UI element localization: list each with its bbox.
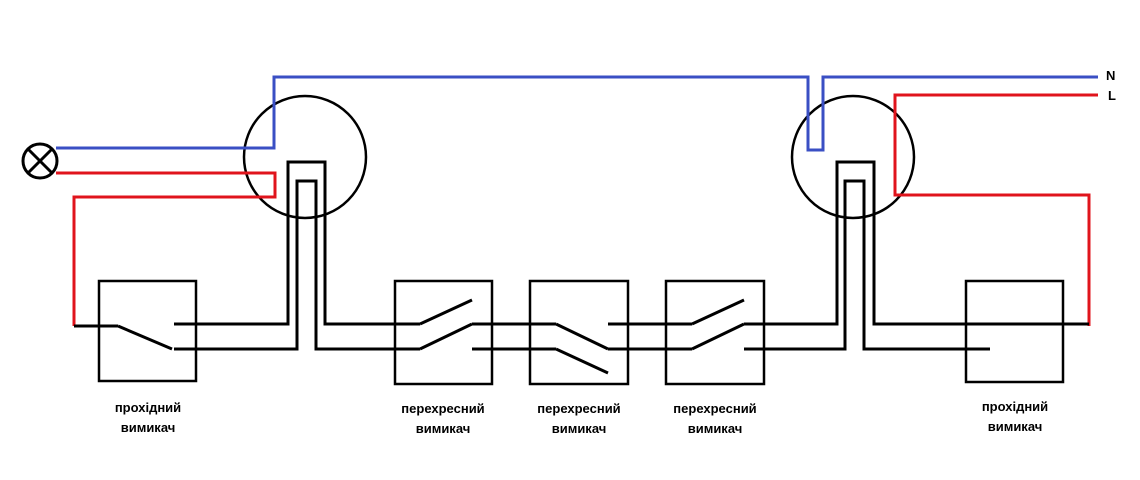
- junction-box-right: [790, 94, 916, 220]
- cross-switch-1: [393, 279, 494, 386]
- switch-label-3-line2: вимикач: [552, 421, 607, 436]
- junction-box-left: [242, 94, 368, 220]
- passthrough-switch-right: [964, 279, 1089, 384]
- switch-label-4-line1: перехресний: [673, 401, 756, 416]
- line-wire-supply-to-switch: [893, 93, 1098, 326]
- switch-label-3-line1: перехресний: [537, 401, 620, 416]
- traveler-wire-right-upper: [744, 160, 995, 326]
- switch-label-2-line2: вимикач: [416, 421, 471, 436]
- traveler-wire-left-lower: [174, 179, 420, 351]
- traveler-wire-right-lower: [744, 179, 990, 351]
- switch-label-4-line2: вимикач: [688, 421, 743, 436]
- line-wire-lamp-to-switch: [56, 171, 277, 326]
- lamp-icon: [21, 142, 59, 180]
- neutral-terminal-label: N: [1106, 68, 1115, 83]
- switch-label-1-line2: вимикач: [121, 420, 176, 435]
- neutral-wire: [56, 75, 1098, 152]
- line-terminal-label: L: [1108, 88, 1116, 103]
- cross-switch-2: [528, 279, 630, 386]
- traveler-wire-left-upper: [174, 160, 420, 326]
- passthrough-switch-left: [74, 279, 198, 383]
- switch-label-1-line1: прохідний: [115, 400, 181, 415]
- switch-label-2-line1: перехресний: [401, 401, 484, 416]
- switch-label-5-line1: прохідний: [982, 399, 1048, 414]
- cross-switch-3: [664, 279, 766, 386]
- switch-label-5-line2: вимикач: [988, 419, 1043, 434]
